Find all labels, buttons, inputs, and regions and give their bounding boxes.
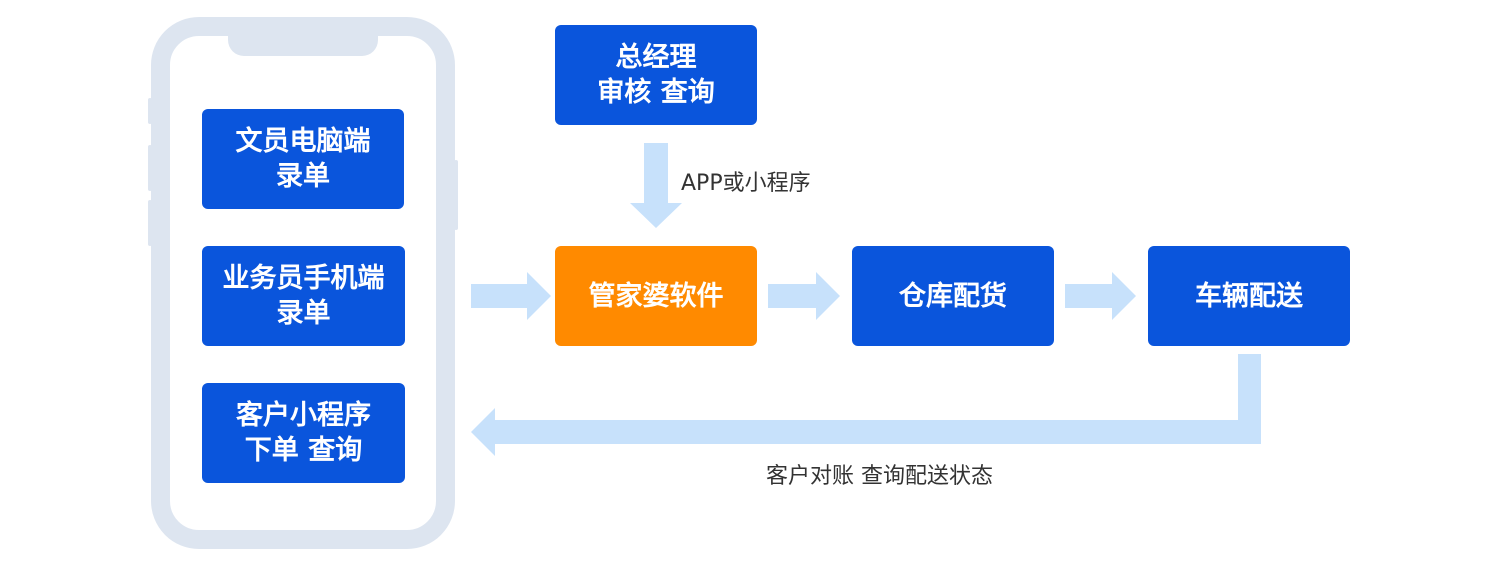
phone-side-button [454, 160, 458, 230]
manager-to-software-arrow [630, 143, 682, 228]
feedback-label: 客户对账 查询配送状态 [766, 464, 993, 489]
phone-side-button [148, 145, 152, 191]
delivery-box: 车辆配送 [1148, 246, 1350, 346]
sales-box-line2: 录单 [276, 298, 331, 329]
warehouse-to-delivery-arrow [1065, 272, 1136, 320]
software-box: 管家婆软件 [555, 246, 757, 346]
manager-box-line1: 总经理 [615, 42, 697, 73]
warehouse-box-label: 仓库配货 [899, 280, 1007, 312]
delivery-box-label: 车辆配送 [1195, 280, 1303, 312]
manager-box-line2: 审核 查询 [597, 77, 715, 108]
customer-box-line2: 下单 查询 [244, 435, 363, 466]
clerk-box-line2: 录单 [276, 161, 330, 192]
warehouse-box: 仓库配货 [852, 246, 1054, 346]
customer-box-line1: 客户小程序 [236, 400, 371, 431]
phone-side-button [148, 98, 152, 124]
phone-notch [228, 34, 378, 56]
general-manager-box: 总经理 审核 查询 [555, 25, 757, 125]
sales-box-line1: 业务员手机端 [222, 263, 385, 294]
sales-mobile-entry-box: 业务员手机端 录单 [202, 246, 405, 346]
software-to-warehouse-arrow [768, 272, 840, 320]
delivery-feedback-arrow [471, 354, 1261, 456]
software-box-label: 管家婆软件 [588, 280, 724, 312]
clerk-pc-entry-box: 文员电脑端 录单 [202, 109, 404, 209]
phone-side-button [148, 200, 152, 246]
clerk-box-line1: 文员电脑端 [235, 126, 371, 157]
app-channel-label: APP或小程序 [681, 171, 811, 196]
customer-miniprogram-box: 客户小程序 下单 查询 [202, 383, 405, 483]
phone-to-software-arrow [471, 272, 551, 320]
